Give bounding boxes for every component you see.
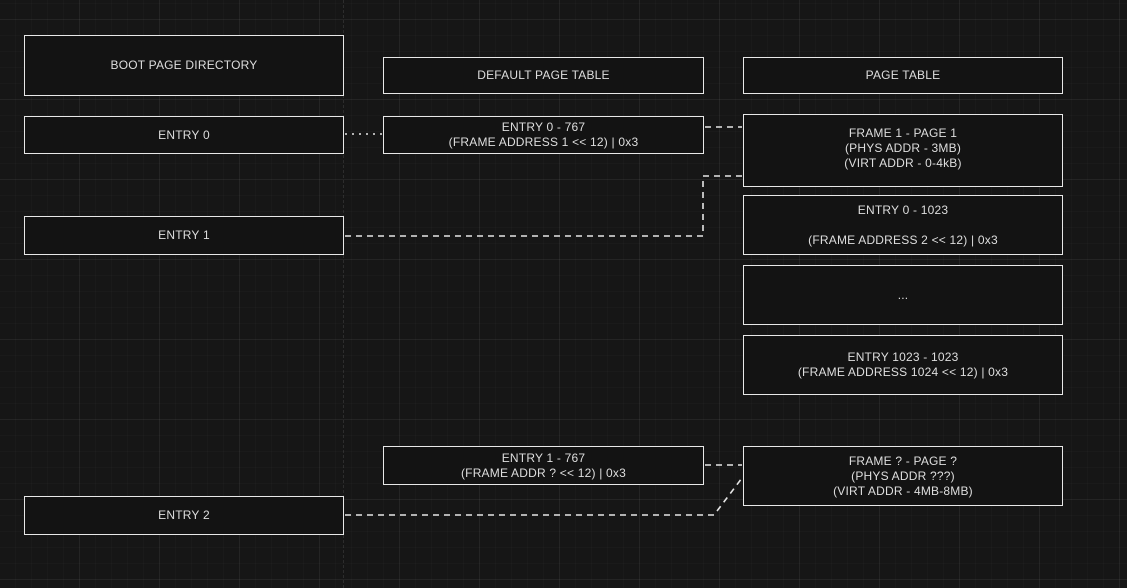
- boot-page-directory-header[interactable]: BOOT PAGE DIRECTORY: [24, 35, 344, 96]
- bpd-entry-0-label: ENTRY 0: [158, 127, 210, 142]
- pt-frame-1-page-1-label: FRAME 1 - PAGE 1 (PHYS ADDR - 3MB) (VIRT…: [844, 126, 962, 170]
- dpt-entry-1-767-label: ENTRY 1 - 767 (FRAME ADDR ? << 12) | 0x3: [460, 450, 627, 480]
- default-page-table-header-label: DEFAULT PAGE TABLE: [477, 68, 610, 82]
- pt-entry-0-1023-label: ENTRY 0 - 1023 (FRAME ADDRESS 2 << 12) |…: [808, 202, 998, 247]
- bpd-entry-0[interactable]: ENTRY 0: [24, 116, 344, 154]
- dpt-entry-0-767[interactable]: ENTRY 0 - 767 (FRAME ADDRESS 1 << 12) | …: [383, 116, 704, 154]
- page-table-header[interactable]: PAGE TABLE: [743, 57, 1063, 94]
- pt-frame-unknown-label: FRAME ? - PAGE ? (PHYS ADDR ???) (VIRT A…: [833, 453, 973, 498]
- pt-frame-unknown[interactable]: FRAME ? - PAGE ? (PHYS ADDR ???) (VIRT A…: [743, 446, 1063, 506]
- dpt-entry-1-767[interactable]: ENTRY 1 - 767 (FRAME ADDR ? << 12) | 0x3: [383, 446, 704, 485]
- vertical-guide: [343, 0, 344, 588]
- bpd-entry-1[interactable]: ENTRY 1: [24, 216, 344, 255]
- pt-entry-1023-1023-label: ENTRY 1023 - 1023 (FRAME ADDRESS 1024 <<…: [797, 350, 1009, 379]
- dpt-entry-0-767-label: ENTRY 0 - 767 (FRAME ADDRESS 1 << 12) | …: [448, 120, 639, 149]
- pt-ellipsis[interactable]: ...: [743, 265, 1063, 325]
- pt-entry-1023-1023[interactable]: ENTRY 1023 - 1023 (FRAME ADDRESS 1024 <<…: [743, 335, 1063, 395]
- pt-frame-1-page-1[interactable]: FRAME 1 - PAGE 1 (PHYS ADDR - 3MB) (VIRT…: [743, 114, 1063, 187]
- boot-page-directory-header-label: BOOT PAGE DIRECTORY: [110, 58, 258, 72]
- default-page-table-header[interactable]: DEFAULT PAGE TABLE: [383, 57, 704, 94]
- pt-ellipsis-label: ...: [897, 287, 909, 302]
- link-bpd-entry1-to-frame1: [345, 175, 742, 237]
- bpd-entry-1-label: ENTRY 1: [158, 228, 210, 242]
- page-table-header-label: PAGE TABLE: [865, 68, 941, 82]
- pt-entry-0-1023[interactable]: ENTRY 0 - 1023 (FRAME ADDRESS 2 << 12) |…: [743, 195, 1063, 255]
- bpd-entry-2-label: ENTRY 2: [158, 508, 210, 522]
- bpd-entry-2[interactable]: ENTRY 2: [24, 496, 344, 535]
